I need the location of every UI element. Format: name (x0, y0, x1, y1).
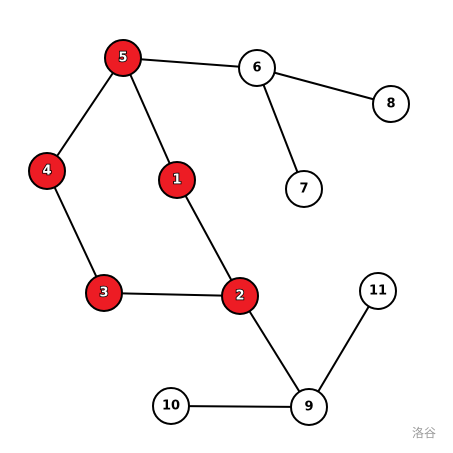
node-circle-4 (28, 152, 66, 190)
node-label-6: 6 (252, 61, 261, 76)
node-10: 10 (152, 387, 190, 425)
node-circle-11 (359, 272, 397, 310)
node-2: 2 (221, 277, 259, 315)
node-label-8: 8 (386, 97, 395, 112)
node-4: 4 (28, 152, 66, 190)
node-7: 7 (285, 170, 323, 208)
node-label-4: 4 (42, 164, 51, 179)
node-1: 1 (158, 161, 196, 199)
node-3: 3 (85, 274, 123, 312)
edges-layer (46, 57, 392, 408)
node-circle-2 (221, 277, 259, 315)
node-circle-6 (238, 49, 276, 87)
node-8: 8 (372, 85, 410, 123)
edge-3-2 (103, 292, 241, 297)
node-9: 9 (290, 388, 328, 426)
node-label-11: 11 (369, 284, 387, 299)
edge-5-4 (46, 57, 124, 172)
edge-5-1 (122, 57, 178, 181)
node-circle-7 (285, 170, 323, 208)
node-circle-1 (158, 161, 196, 199)
node-label-9: 9 (304, 400, 313, 415)
edge-1-2 (176, 179, 241, 297)
node-6: 6 (238, 49, 276, 87)
node-5: 5 (104, 39, 142, 77)
node-label-5: 5 (118, 51, 127, 66)
node-11: 11 (359, 272, 397, 310)
node-circle-10 (152, 387, 190, 425)
node-label-10: 10 (162, 399, 180, 414)
edge-11-9 (308, 290, 379, 408)
node-circle-3 (85, 274, 123, 312)
nodes-layer: 1 2 3 4 5 6 7 8 9 10 11 (28, 39, 410, 426)
edge-6-7 (256, 67, 305, 190)
node-label-1: 1 (172, 173, 181, 188)
node-circle-5 (104, 39, 142, 77)
edge-5-6 (122, 57, 258, 69)
edge-4-3 (46, 170, 105, 294)
node-circle-9 (290, 388, 328, 426)
edge-2-9 (239, 295, 310, 408)
edge-10-9 (170, 405, 310, 408)
watermark-text: 洛谷 (412, 426, 437, 440)
edge-6-8 (256, 67, 392, 105)
node-circle-8 (372, 85, 410, 123)
node-label-3: 3 (99, 286, 108, 301)
node-label-2: 2 (235, 289, 244, 304)
node-label-7: 7 (299, 182, 308, 197)
